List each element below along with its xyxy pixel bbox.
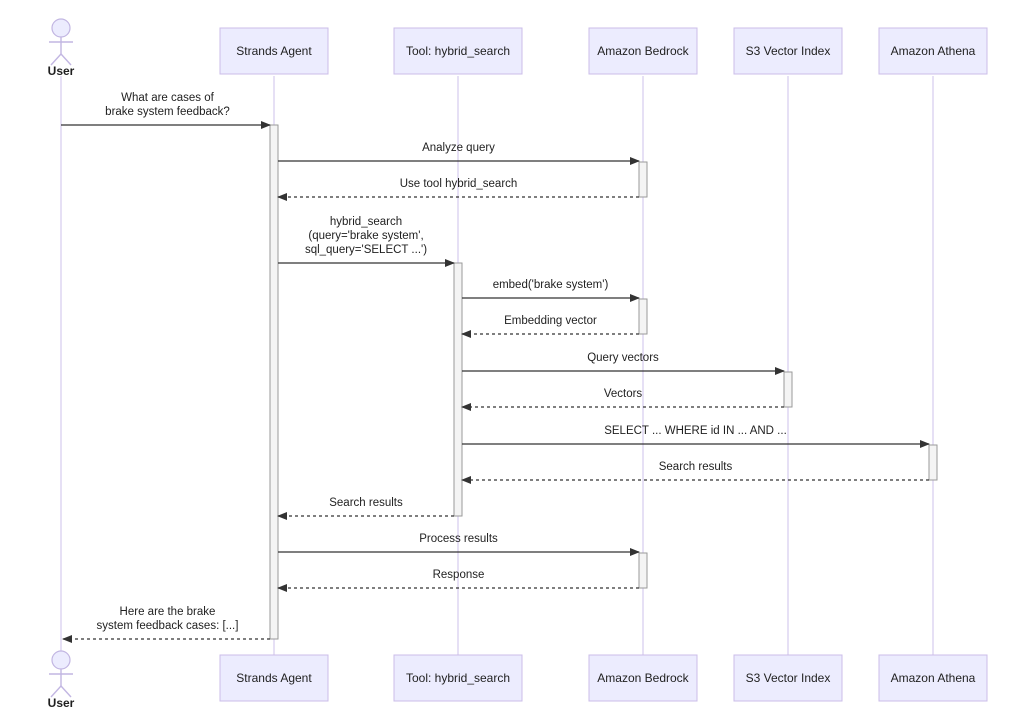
activation-bar-bedrock [638, 552, 648, 589]
activation-bar-athena [928, 444, 938, 481]
participant-label: S3 Vector Index [746, 44, 831, 58]
participant-box [733, 654, 843, 702]
message-13: Response [277, 569, 639, 592]
message-label: hybrid_search [330, 216, 402, 228]
participant-label: Amazon Bedrock [597, 671, 689, 685]
participant-label: Amazon Bedrock [597, 44, 689, 58]
message-3: Use tool hybrid_search [277, 178, 639, 201]
activation-bars [269, 124, 938, 640]
participant-box [733, 27, 843, 75]
message-label: What are cases of [121, 92, 214, 104]
user-actor-bottom: User [48, 650, 75, 710]
participant-athena-top: Amazon Athena [878, 27, 988, 75]
participant-headers: User Strands Agent Tool: hybrid_search Amaz… [48, 18, 988, 78]
message-14: Here are the brake system feedback cases:… [62, 606, 270, 643]
messages: What are cases of brake system feedback? A… [61, 92, 930, 643]
message-label: Process results [419, 533, 498, 545]
actor-head-icon [51, 650, 71, 670]
message-label: Query vectors [587, 352, 659, 364]
actor-label: User [48, 64, 75, 78]
actor-label: User [48, 696, 75, 710]
message-1: What are cases of brake system feedback? [61, 92, 271, 129]
participant-tool-bottom: Tool: hybrid_search [393, 654, 523, 702]
message-label: Response [433, 569, 485, 581]
activation-bar-bedrock [638, 298, 648, 335]
message-label: Here are the brake [120, 606, 216, 618]
participant-tool-top: Tool: hybrid_search [393, 27, 523, 75]
message-label: Analyze query [422, 142, 495, 154]
message-label: embed('brake system') [493, 279, 609, 291]
message-11: Search results [277, 497, 454, 520]
participant-label: Tool: hybrid_search [406, 44, 510, 58]
participant-footers: User Strands Agent Tool: hybrid_search Amaz… [48, 650, 988, 710]
message-label: SELECT ... WHERE id IN ... AND ... [604, 425, 787, 437]
actor-head-icon [51, 18, 71, 38]
message-9: SELECT ... WHERE id IN ... AND ... [462, 425, 930, 448]
message-6: Embedding vector [461, 315, 639, 338]
participant-s3-top: S3 Vector Index [733, 27, 843, 75]
activation-bar-agent [269, 124, 279, 640]
user-actor-top: User [48, 18, 75, 78]
participant-label: Strands Agent [236, 671, 312, 685]
participant-box [393, 27, 523, 75]
participant-box [219, 27, 329, 75]
participant-label: Amazon Athena [891, 44, 976, 58]
activation-bar-s3 [783, 371, 793, 408]
message-7: Query vectors [462, 352, 785, 375]
activation-bar-tool [453, 262, 463, 517]
message-label: (query='brake system', [308, 230, 423, 242]
participant-bedrock-top: Amazon Bedrock [588, 27, 698, 75]
participant-label: Amazon Athena [891, 671, 976, 685]
message-5: embed('brake system') [462, 279, 640, 302]
participant-box [219, 654, 329, 702]
message-label: system feedback cases: [...] [97, 620, 239, 632]
participant-box [878, 27, 988, 75]
participant-label: Strands Agent [236, 44, 312, 58]
lifelines [60, 76, 934, 655]
message-4: hybrid_search (query='brake system', sql_q… [278, 216, 455, 267]
participant-box [878, 654, 988, 702]
participant-label: Tool: hybrid_search [406, 671, 510, 685]
participant-box [588, 654, 698, 702]
message-label: Search results [329, 497, 403, 509]
participant-agent-bottom: Strands Agent [219, 654, 329, 702]
message-12: Process results [278, 533, 640, 556]
message-10: Search results [461, 461, 929, 484]
participant-s3-bottom: S3 Vector Index [733, 654, 843, 702]
message-label: Embedding vector [504, 315, 597, 327]
participant-bedrock-bottom: Amazon Bedrock [588, 654, 698, 702]
participant-box [588, 27, 698, 75]
message-label: Vectors [604, 388, 643, 400]
message-label: brake system feedback? [105, 106, 230, 118]
message-label: Search results [659, 461, 733, 473]
message-label: Use tool hybrid_search [400, 178, 518, 190]
message-2: Analyze query [278, 142, 640, 165]
participant-athena-bottom: Amazon Athena [878, 654, 988, 702]
message-label: sql_query='SELECT ...') [305, 244, 427, 256]
message-8: Vectors [461, 388, 784, 411]
activation-bar-bedrock [638, 161, 648, 198]
participant-label: S3 Vector Index [746, 671, 831, 685]
participant-box [393, 654, 523, 702]
participant-agent-top: Strands Agent [219, 27, 329, 75]
